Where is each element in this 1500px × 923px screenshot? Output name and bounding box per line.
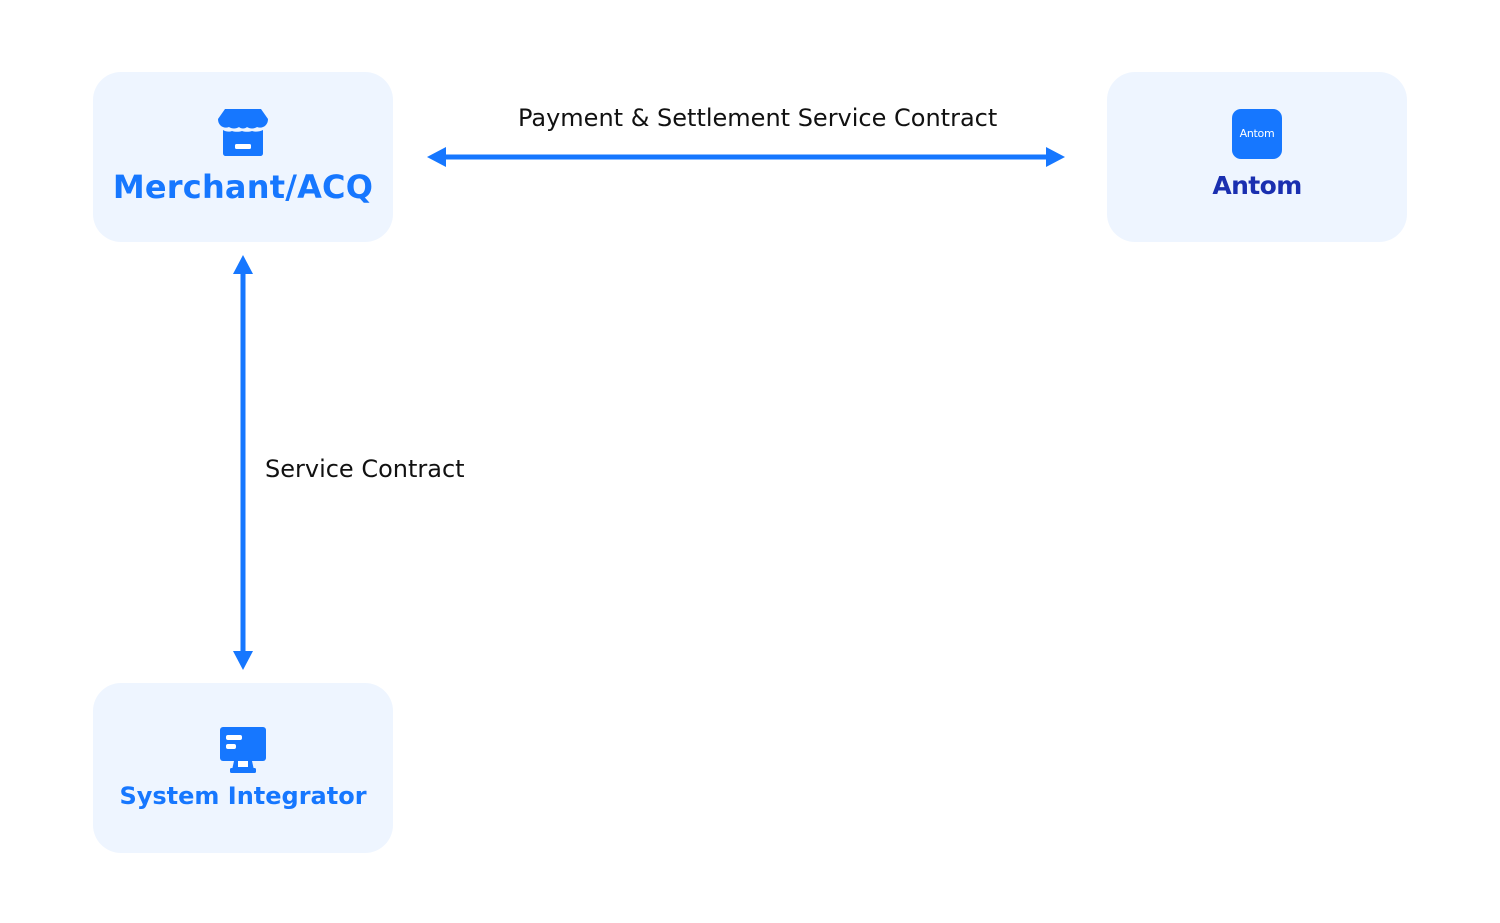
antom-logo-wordmark: Antom [1212, 170, 1302, 200]
arrowhead-right-icon [1046, 147, 1065, 167]
edge-label-service-contract: Service Contract [265, 455, 465, 483]
edge-label-payment-settlement: Payment & Settlement Service Contract [518, 104, 998, 132]
monitor-icon [220, 727, 266, 773]
arrowhead-down-icon [233, 651, 253, 670]
node-antom: Antom Antom [1107, 72, 1407, 242]
antom-app-icon: Antom [1232, 108, 1282, 159]
node-integrator-label: System Integrator [119, 782, 367, 810]
node-merchant-acq: Merchant/ACQ [93, 72, 393, 242]
arrowhead-left-icon [427, 147, 446, 167]
edge-merchant-integrator [233, 255, 253, 670]
antom-app-icon-text: Antom [1239, 127, 1275, 140]
arrowhead-up-icon [233, 255, 253, 274]
storefront-icon [218, 109, 268, 156]
node-merchant-label: Merchant/ACQ [112, 168, 374, 206]
edge-merchant-antom [427, 147, 1065, 167]
node-system-integrator: System Integrator [93, 683, 393, 853]
